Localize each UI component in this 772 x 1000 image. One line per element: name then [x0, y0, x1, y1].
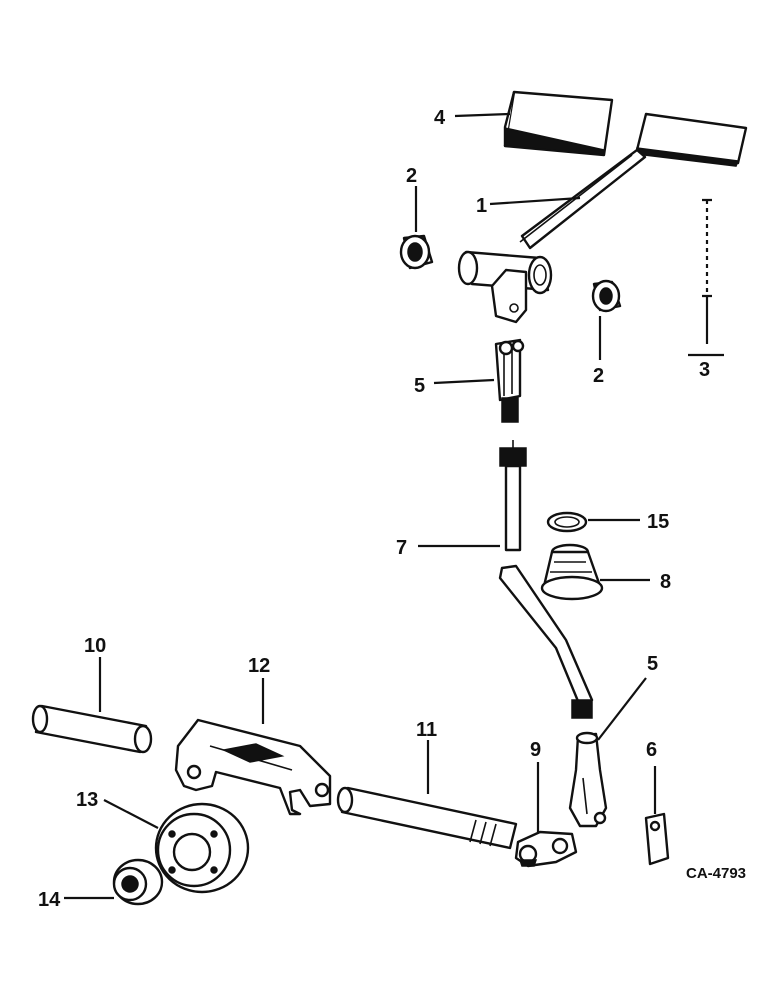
callout-6: 6	[646, 739, 657, 761]
part-bushing-left	[399, 234, 434, 270]
callout-5-lower: 5	[647, 653, 658, 675]
part-clip	[644, 812, 670, 866]
callout-5-upper: 5	[414, 375, 425, 397]
leader-lines	[64, 112, 724, 900]
part-hub-pulley	[154, 802, 250, 894]
part-lever	[514, 830, 578, 868]
callout-11: 11	[416, 719, 437, 741]
callout-9: 9	[530, 739, 541, 761]
part-bearing	[112, 858, 164, 906]
callout-10: 10	[84, 635, 106, 657]
callout-1: 1	[476, 195, 487, 217]
part-pivot-pin	[31, 704, 153, 754]
callout-15: 15	[647, 511, 669, 533]
callout-8: 8	[660, 571, 671, 593]
part-clamp-ring	[546, 511, 588, 533]
part-spring	[702, 198, 712, 344]
part-pedal-pad	[503, 90, 614, 157]
part-boot	[540, 543, 604, 601]
drawing-code: CA-4793	[686, 865, 746, 882]
callout-14: 14	[38, 889, 61, 911]
callout-13: 13	[76, 789, 98, 811]
callout-2-left: 2	[406, 165, 417, 187]
part-bushing-right	[591, 279, 622, 313]
callout-2-right: 2	[593, 365, 604, 387]
part-pedal-arm	[457, 112, 748, 324]
part-bracket	[174, 718, 332, 816]
part-clevis-lower	[568, 731, 608, 828]
callout-4: 4	[434, 107, 446, 129]
callout-12: 12	[248, 655, 270, 677]
part-cross-shaft	[336, 786, 518, 850]
part-clevis-upper	[494, 338, 525, 423]
part-pedal-rod	[498, 440, 594, 719]
callout-7: 7	[396, 537, 407, 559]
callout-3: 3	[699, 359, 710, 381]
